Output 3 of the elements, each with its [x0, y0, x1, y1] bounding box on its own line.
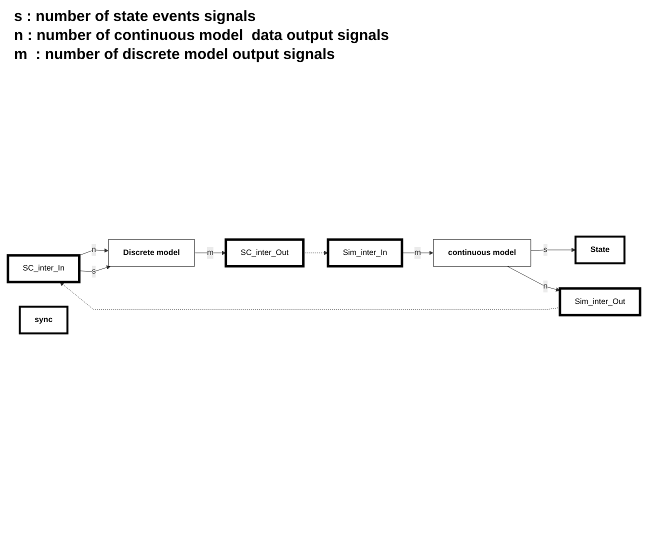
legend-note: m : number of discrete model output signals: [14, 46, 336, 63]
legend-note: s : number of state events signals: [14, 8, 257, 25]
legend-note: n : number of continuous model data output signals: [14, 27, 390, 44]
